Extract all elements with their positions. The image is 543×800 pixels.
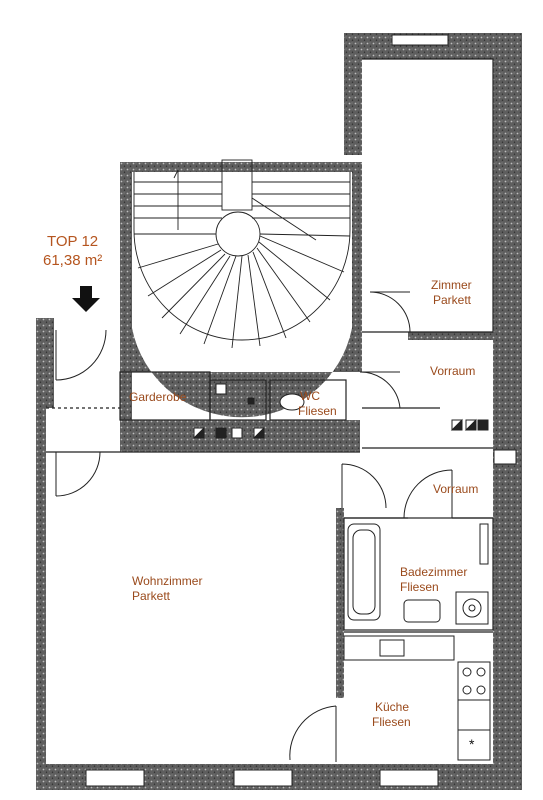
door-corridor[interactable] bbox=[55, 451, 101, 497]
room-vorraum-upper: Vorraum bbox=[430, 364, 476, 378]
toilet bbox=[279, 393, 305, 411]
windows bbox=[85, 34, 517, 787]
stair-treads bbox=[134, 181, 351, 349]
staircase bbox=[133, 159, 351, 349]
wc-outline bbox=[269, 379, 347, 421]
bath-outline bbox=[343, 517, 494, 631]
bath-shelf bbox=[479, 523, 489, 565]
door-entry[interactable] bbox=[55, 329, 107, 381]
apartment-area: 61,38 m² bbox=[43, 252, 103, 269]
wall-stair-top bbox=[120, 162, 362, 172]
stair-eye bbox=[215, 211, 261, 257]
wall-kitchen-left bbox=[336, 508, 344, 698]
window-bottom-1 bbox=[85, 769, 145, 787]
wall-right bbox=[493, 33, 522, 790]
room-zimmer-floor: Parkett bbox=[433, 293, 472, 307]
room-bad-floor: Fliesen bbox=[400, 580, 439, 594]
window-bottom-3 bbox=[379, 769, 439, 787]
wall-zimmer-bottom bbox=[408, 332, 493, 340]
doors bbox=[55, 291, 453, 762]
counter-right bbox=[457, 699, 491, 731]
room-kueche-floor: Fliesen bbox=[372, 715, 411, 729]
wall-left bbox=[36, 318, 46, 790]
door-kueche[interactable] bbox=[289, 705, 337, 762]
stair-direction-arrow bbox=[173, 169, 179, 230]
fridge bbox=[457, 729, 491, 761]
fixtures bbox=[279, 393, 491, 761]
window-right-1 bbox=[493, 449, 517, 465]
room-wohnzimmer-name: Wohnzimmer bbox=[132, 574, 203, 588]
cooktop bbox=[457, 661, 491, 701]
wall-tower-left bbox=[344, 33, 362, 155]
washbasin bbox=[403, 599, 441, 623]
wall-left-entry bbox=[36, 318, 54, 408]
room-wc-floor: Fliesen bbox=[298, 404, 337, 418]
room-garderobe: Garderobe bbox=[129, 390, 187, 404]
window-tower-1 bbox=[391, 34, 449, 46]
stair-core bbox=[221, 159, 253, 211]
shaft-outline bbox=[209, 379, 267, 421]
room-wohnzimmer-floor: Parkett bbox=[132, 589, 171, 603]
room-lines bbox=[46, 58, 494, 633]
room-zimmer-name: Zimmer bbox=[431, 278, 472, 292]
zimmer-outline bbox=[362, 58, 494, 333]
room-kueche-name: Küche bbox=[375, 700, 410, 714]
apartment-number: TOP 12 bbox=[47, 233, 99, 250]
room-vorraum-lower: Vorraum bbox=[433, 482, 479, 496]
stair-outer-arc bbox=[133, 229, 351, 341]
room-bad-name: Badezimmer bbox=[400, 565, 468, 579]
door-wohnzimmer[interactable] bbox=[341, 463, 387, 509]
shaft-markers bbox=[192, 383, 489, 439]
room-wc-name: WC bbox=[300, 389, 320, 403]
door-bad[interactable] bbox=[403, 469, 453, 519]
entrance-arrow-icon bbox=[72, 286, 100, 312]
door-zimmer[interactable] bbox=[369, 291, 411, 333]
window-bottom-2 bbox=[233, 769, 293, 787]
door-wc[interactable] bbox=[359, 371, 401, 409]
walls bbox=[36, 33, 522, 790]
fridge-symbol: * bbox=[469, 736, 475, 752]
